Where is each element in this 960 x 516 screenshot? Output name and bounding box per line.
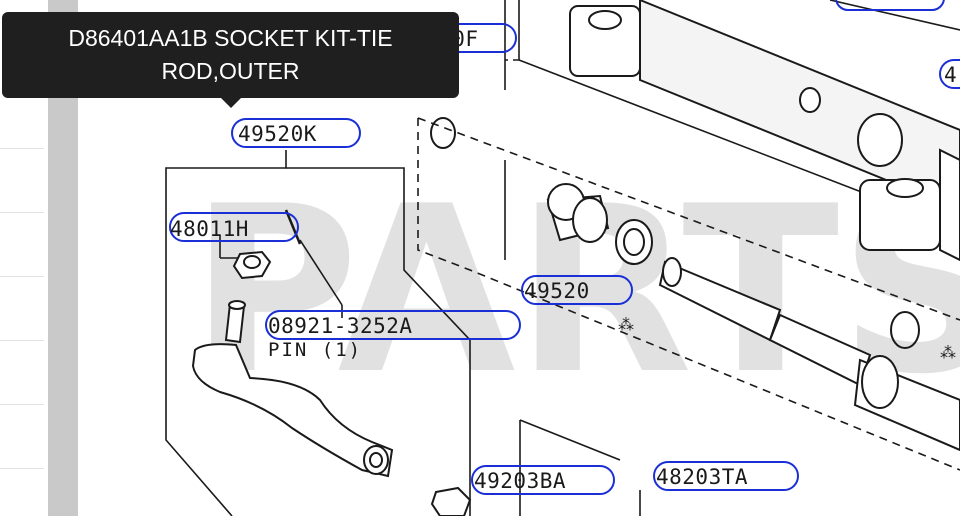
tooltip-line-1: D86401AA1B SOCKET KIT-TIE — [68, 25, 393, 51]
callout-48203ta[interactable]: 48203TA — [656, 465, 748, 489]
callout-49520k[interactable]: 49520K — [238, 122, 317, 146]
exploded-view-drawing: PARTS — [165, 0, 960, 516]
callouts — [169, 0, 960, 495]
callout-49203ba[interactable]: 49203BA — [474, 469, 566, 493]
list-divider — [0, 468, 44, 469]
tooltip-pointer — [220, 97, 242, 108]
list-divider — [0, 148, 44, 149]
tooltip-line-2: ROD,OUTER — [161, 58, 300, 84]
list-divider — [0, 340, 44, 341]
lock-nut — [430, 486, 472, 516]
part-tooltip: D86401AA1B SOCKET KIT-TIE ROD,OUTER — [2, 12, 459, 98]
list-divider — [0, 212, 44, 213]
kit-bracket-box — [165, 150, 641, 516]
outer-tie-rod-end — [191, 209, 394, 478]
list-divider — [0, 404, 44, 405]
parts-diagram: PARTS — [78, 0, 960, 516]
callout-48011h[interactable]: 48011H — [170, 217, 249, 241]
rack-housing — [569, 0, 960, 262]
callout-right-partial[interactable]: 4 — [944, 63, 957, 87]
inner-tie-rod — [658, 257, 960, 452]
callout-08921-3252a[interactable]: 08921-3252A — [268, 314, 413, 338]
list-divider — [0, 276, 44, 277]
grease-markers: ⁂ ⁂ — [618, 315, 956, 362]
callout-49520[interactable]: 49520 — [524, 279, 590, 303]
pin-label: PIN (1) — [268, 339, 362, 361]
boot-clips — [430, 117, 920, 349]
svg-text:⁂: ⁂ — [940, 343, 956, 362]
rack-boot — [546, 183, 653, 265]
svg-text:⁂: ⁂ — [618, 315, 634, 334]
